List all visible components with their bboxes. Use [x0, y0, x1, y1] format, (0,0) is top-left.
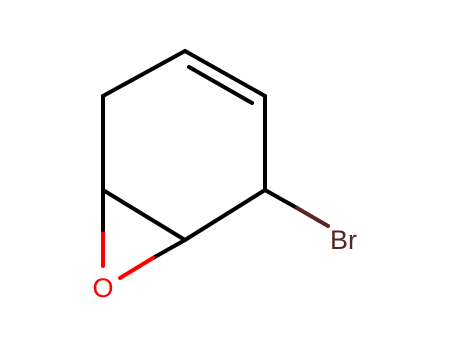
bond-c5-oxygen-carbon-part — [151, 238, 187, 260]
bond-c5-oxygen — [118, 256, 155, 280]
bond-c4-br-carbon-part — [263, 188, 299, 210]
bond-c1-c2 — [101, 49, 187, 98]
bond-c2-c3 — [183, 49, 267, 98]
bond-c4-bromine — [295, 206, 330, 228]
bromine-atom-label: Br — [330, 225, 357, 255]
oxygen-atom-label: O — [92, 273, 113, 303]
bond-c5-c6 — [101, 188, 187, 242]
bond-c2-c3-double — [187, 65, 254, 105]
bond-c4-c5 — [183, 188, 267, 242]
